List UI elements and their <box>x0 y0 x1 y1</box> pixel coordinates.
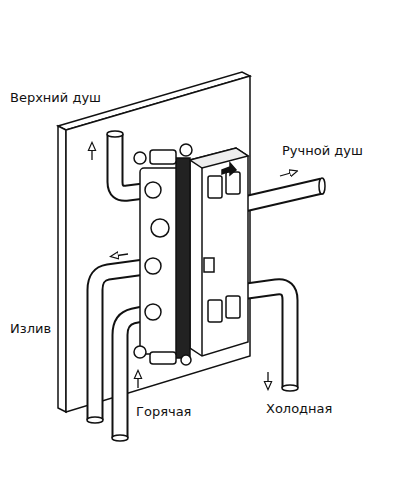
cold-water-label: Холодная <box>266 401 332 417</box>
hot-water-label: Горячая <box>136 404 191 420</box>
top-shower-label: Верхний душ <box>10 90 101 106</box>
spout-label: Излив <box>10 321 51 337</box>
hand-shower-label: Ручной душ <box>282 143 363 159</box>
